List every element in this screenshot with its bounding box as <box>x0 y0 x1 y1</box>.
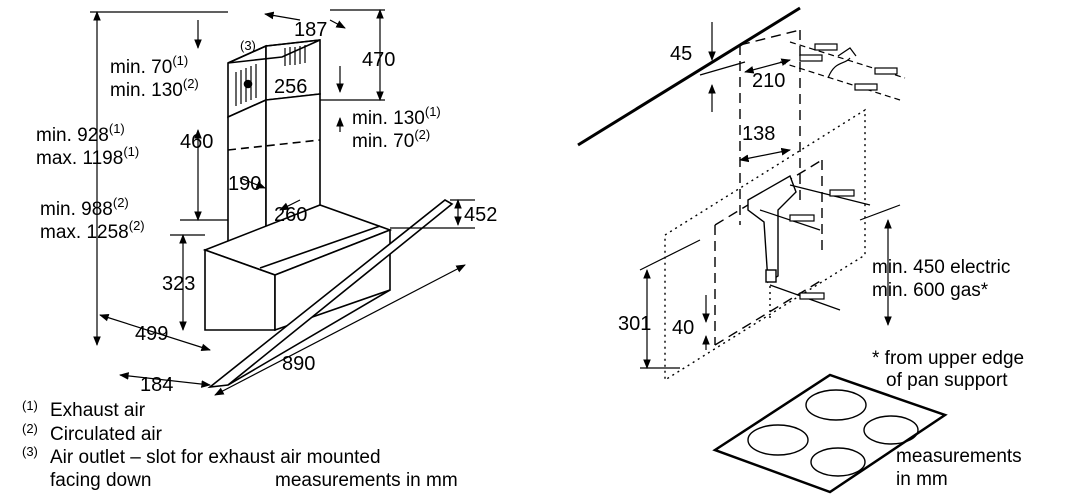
legend: (1) Exhaust air (2) Circulated air (3) A… <box>22 398 458 491</box>
right-dimension-lines <box>639 22 901 369</box>
dim-323: 323 <box>162 273 195 295</box>
dim-190: 190 <box>228 173 261 195</box>
legend-3-num: (3) <box>22 444 38 459</box>
label-min-928: min. 928(1) <box>36 121 125 146</box>
clearance-electric: min. 450 electric <box>872 257 1010 278</box>
legend-3-text: Air outlet – slot for exhaust air mounte… <box>50 447 381 468</box>
dim-184: 184 <box>140 374 173 396</box>
left-units-label: measurements in mm <box>275 470 458 491</box>
right-units-line-1: measurements <box>896 446 1022 467</box>
hood-drawing <box>202 39 454 389</box>
dim-890: 890 <box>282 353 315 375</box>
dim-499: 499 <box>135 323 168 345</box>
chimney-outline <box>714 29 823 346</box>
label-max-1258: max. 1258(2) <box>40 218 145 243</box>
dim-452: 452 <box>464 204 497 226</box>
screws <box>759 41 906 311</box>
label-min-70-exhaust: min. 70(1) <box>110 53 188 78</box>
dim-45: 45 <box>670 43 692 65</box>
wall-bracket <box>747 174 797 284</box>
dim-40: 40 <box>672 317 694 339</box>
legend-1-text: Exhaust air <box>50 400 146 421</box>
right-units-line-2: in mm <box>896 469 948 490</box>
chimney-lower <box>227 93 321 247</box>
screw-dot <box>243 79 253 89</box>
label-max-1198: max. 1198(1) <box>36 144 139 169</box>
mounting-drawing <box>577 6 948 494</box>
label-min-130-exhaust: min. 130(1) <box>352 104 441 129</box>
chimney-upper <box>227 39 321 119</box>
footnote-line-1: * from upper edge <box>872 348 1024 369</box>
legend-1-num: (1) <box>22 398 38 413</box>
note-3-marker: (3) <box>240 38 256 53</box>
dim-470: 470 <box>362 49 395 71</box>
dim-210: 210 <box>752 70 785 92</box>
dim-301: 301 <box>618 313 651 335</box>
left-labels: 187 470 (3) 256 460 190 260 452 323 499 … <box>36 19 497 396</box>
right-labels: 45 210 138 301 40 min. 450 electric min.… <box>618 43 1024 490</box>
legend-2-text: Circulated air <box>50 424 163 445</box>
ceiling-line <box>577 6 801 147</box>
dim-187: 187 <box>294 19 327 41</box>
dim-260: 260 <box>274 204 307 226</box>
label-min-130-circulated: min. 130(2) <box>110 76 199 101</box>
dim-256: 256 <box>274 76 307 98</box>
dim-138: 138 <box>742 123 775 145</box>
hob <box>712 373 948 494</box>
legend-2-num: (2) <box>22 421 38 436</box>
label-min-988: min. 988(2) <box>40 195 129 220</box>
left-dimension-lines <box>90 9 475 396</box>
legend-3-text-cont: facing down <box>50 470 151 491</box>
footnote-line-2: of pan support <box>886 370 1008 391</box>
dim-460: 460 <box>180 131 213 153</box>
label-min-70-circulated: min. 70(2) <box>352 127 430 152</box>
clearance-gas: min. 600 gas* <box>872 280 989 301</box>
